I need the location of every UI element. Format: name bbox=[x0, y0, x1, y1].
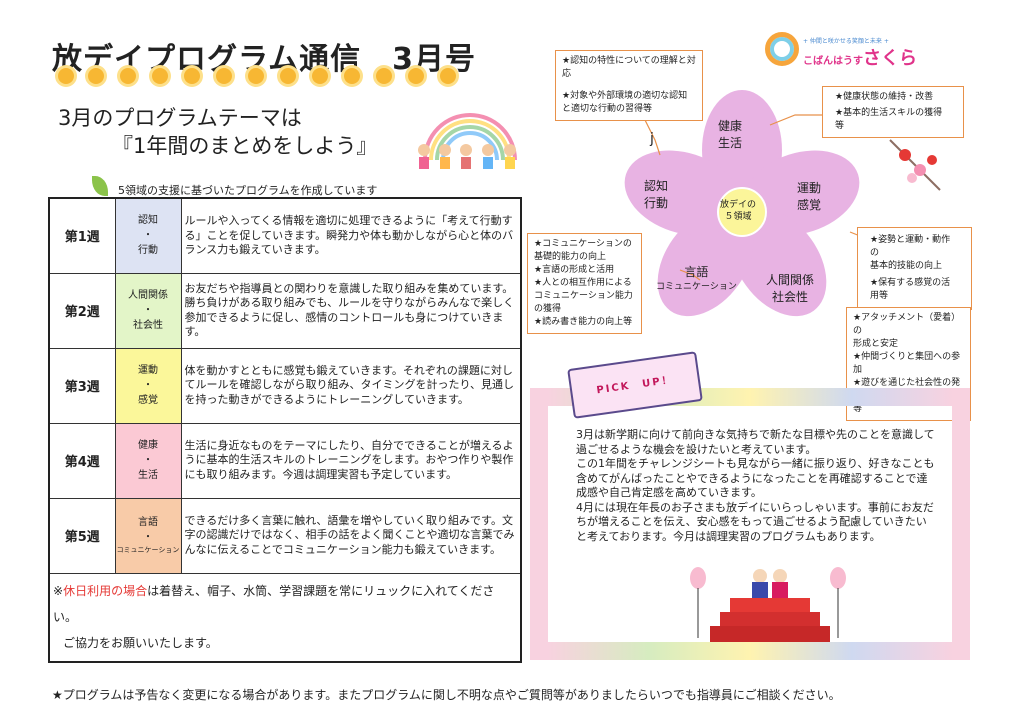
sun-icon bbox=[408, 68, 424, 84]
sun-icon bbox=[120, 68, 136, 84]
week-label: 第5週 bbox=[48, 497, 116, 574]
footer-note: ★プログラムは予告なく変更になる場合があります。またプログラムに関し不明な点やご… bbox=[52, 688, 841, 702]
petal-label-motor: 運動感覚 bbox=[797, 181, 822, 212]
plum-blossom-illustration bbox=[889, 139, 941, 191]
sun-icon bbox=[216, 68, 232, 84]
sun-icon bbox=[58, 68, 74, 84]
week-label: 第4週 bbox=[48, 422, 116, 499]
domain-cell: 人間関係・社会性 bbox=[114, 272, 182, 349]
hina-dolls-illustration bbox=[690, 567, 846, 642]
domain-cell: 言語・コミュニケーション bbox=[114, 497, 182, 574]
cognition-box: ★認知の特性についての理解と対応★対象や外部環境の適切な認知と適切な行動の習得等 bbox=[555, 50, 703, 122]
sun-icon bbox=[312, 68, 328, 84]
cooperation-request: ご協力をお願いいたします。 bbox=[63, 636, 218, 651]
petal-label-language: 言語コミュニケーション bbox=[656, 265, 737, 292]
domain-cell: 認知・行動 bbox=[114, 197, 182, 274]
health-box: ★健康状態の維持・改善★基本的生活スキルの獲得等 bbox=[822, 86, 964, 139]
language-box: ★コミュニケーションの基礎的能力の向上★言語の形成と活用★人との相互作用によるコ… bbox=[527, 233, 642, 335]
petal-cognition bbox=[624, 150, 742, 236]
holiday-note: ※休日利用の場合は着替え、帽子、水筒、学習課題を常にリュックに入れてください。 bbox=[53, 583, 495, 624]
logo-name: こばんはうすさくら bbox=[803, 48, 917, 69]
motor-box: ★姿勢と運動・動作の基本的技能の向上★保有する感覚の活用等 bbox=[857, 227, 972, 311]
sun-icon bbox=[248, 68, 264, 84]
theme-line-2: 『1年間のまとめをしよう』 bbox=[112, 134, 378, 158]
sun-icon bbox=[376, 68, 392, 84]
sun-icon bbox=[88, 68, 104, 84]
sun-icon bbox=[440, 68, 456, 84]
week-row: 第5週 言語・コミュニケーション できるだけ多く言葉に触れ、語彙を増やしていく取… bbox=[48, 497, 522, 574]
week-description: お友だちや指導員との関わりを意識した取り組みを集めています。勝ち負けがある取り組… bbox=[180, 272, 522, 349]
five-domains-flower bbox=[624, 90, 941, 317]
pickup-text: 3月は新学期に向けて前向きな気持ちで新たな目標や先のことを意識して過ごせるような… bbox=[576, 428, 935, 543]
rainbow-children-illustration bbox=[418, 113, 517, 169]
week-row: 第3週 運動・感覚 体を動かすとともに感覚も鍛えていきます。それぞれの課題に対し… bbox=[48, 347, 522, 424]
theme-line-1: 3月のプログラムテーマは bbox=[58, 106, 302, 130]
petal-language bbox=[657, 208, 754, 317]
week-row: 第2週 人間関係・社会性 お友だちや指導員との関わりを意識した取り組みを集めてい… bbox=[48, 272, 522, 349]
holiday-note-highlight: 休日利用の場合 bbox=[63, 583, 148, 598]
week-description: できるだけ多く言葉に触れ、語彙を増やしていく取り組みです。文字の認識だけではなく… bbox=[180, 497, 522, 574]
flower-center bbox=[717, 187, 767, 237]
holiday-note-row: ※休日利用の場合は着替え、帽子、水筒、学習課題を常にリュックに入れてください。 … bbox=[48, 572, 522, 663]
week-label: 第3週 bbox=[48, 347, 116, 424]
sun-icon bbox=[280, 68, 296, 84]
petal-label-cognition: 認知行動 bbox=[644, 179, 669, 210]
petal-social bbox=[730, 208, 827, 317]
week-description: 体を動かすとともに感覚も鍛えていきます。それぞれの課題に対してルールを確認しなが… bbox=[180, 347, 522, 424]
week-label: 第2週 bbox=[48, 272, 116, 349]
petal-label-social: 人間関係社会性 bbox=[766, 273, 815, 304]
sun-icon bbox=[344, 68, 360, 84]
logo-tagline: + 仲間と咲かせる笑顔と未来 + bbox=[803, 38, 889, 45]
week-description: 生活に身近なものをテーマにしたり、自分でできることが増えるように基本的生活スキル… bbox=[180, 422, 522, 499]
leaf-icon bbox=[92, 176, 108, 196]
weekly-program-table: 第1週 認知・行動 ルールや入ってくる情報を適切に処理できるように「考えて行動す… bbox=[48, 197, 522, 663]
week-row: 第1週 認知・行動 ルールや入ってくる情報を適切に処理できるように「考えて行動す… bbox=[48, 197, 522, 274]
stray-character: j bbox=[650, 131, 654, 147]
logo-rainbow-icon bbox=[765, 32, 799, 66]
week-description: ルールや入ってくる情報を適切に処理できるように「考えて行動する」ことを促していき… bbox=[180, 197, 522, 274]
domain-cell: 健康・生活 bbox=[114, 422, 182, 499]
petal-label-health: 健康生活 bbox=[718, 119, 743, 150]
program-basis-note: 5領域の支援に基づいたプログラムを作成しています bbox=[118, 184, 378, 197]
sun-icon bbox=[152, 68, 168, 84]
week-label: 第1週 bbox=[48, 197, 116, 274]
week-row: 第4週 健康・生活 生活に身近なものをテーマにしたり、自分でできることが増えるよ… bbox=[48, 422, 522, 499]
domain-cell: 運動・感覚 bbox=[114, 347, 182, 424]
sun-icon bbox=[184, 68, 200, 84]
